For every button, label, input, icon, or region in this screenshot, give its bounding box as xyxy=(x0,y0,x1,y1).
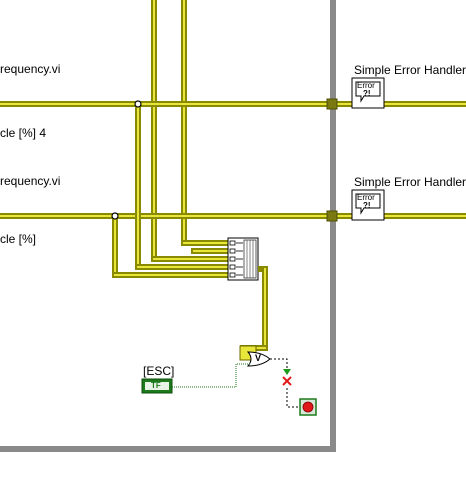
boolean-wire-stop[interactable] xyxy=(270,358,300,408)
simple-error-handler-icon-top[interactable] xyxy=(351,77,385,109)
or-gate-symbol: V xyxy=(255,353,262,363)
loop-tunnel-top[interactable] xyxy=(326,98,338,110)
error-icon-mark-bottom: ?! xyxy=(363,201,371,210)
stop-terminal[interactable] xyxy=(299,398,317,416)
duty-cycle-label-top: cle [%] 4 xyxy=(0,126,47,140)
error-branch-wire-1[interactable] xyxy=(135,104,231,270)
error-wire-vertical-right[interactable] xyxy=(181,0,187,246)
duty-cycle-label-bottom: cle [%] xyxy=(0,232,37,246)
loop-tunnel-bottom[interactable] xyxy=(326,210,338,222)
while-loop-frame[interactable] xyxy=(0,0,336,452)
error-wire-bottom[interactable] xyxy=(0,213,466,219)
error-wire-top[interactable] xyxy=(0,101,466,107)
simple-error-handler-icon-bottom[interactable] xyxy=(351,189,385,221)
error-branch-wire-4[interactable] xyxy=(181,240,231,254)
error-branch-wire-2[interactable] xyxy=(112,216,231,278)
boolean-wire-esc[interactable] xyxy=(172,363,250,388)
error-wire-vertical-left[interactable] xyxy=(151,0,157,262)
esc-label: [ESC] xyxy=(143,364,175,378)
subvi-label-top: requency.vi xyxy=(0,62,61,76)
merge-errors-node[interactable] xyxy=(227,237,259,281)
error-icon-text-bottom: Error xyxy=(357,193,375,202)
breakpoint-marker[interactable] xyxy=(282,369,292,386)
error-branch-wire-3[interactable] xyxy=(151,256,231,262)
or-gate[interactable] xyxy=(246,351,271,367)
wire-junction-top xyxy=(134,100,142,108)
esc-boolean-terminal[interactable] xyxy=(141,378,173,394)
esc-terminal-type: TF xyxy=(151,381,161,390)
error-handler-label-bottom: Simple Error Handler. xyxy=(354,175,466,189)
error-handler-label-top: Simple Error Handler. xyxy=(354,63,466,77)
error-icon-text-top: Error xyxy=(357,81,375,90)
subvi-label-bottom: requency.vi xyxy=(0,174,61,188)
error-icon-mark-top: ?! xyxy=(363,89,371,98)
wire-junction-bottom xyxy=(111,212,119,220)
